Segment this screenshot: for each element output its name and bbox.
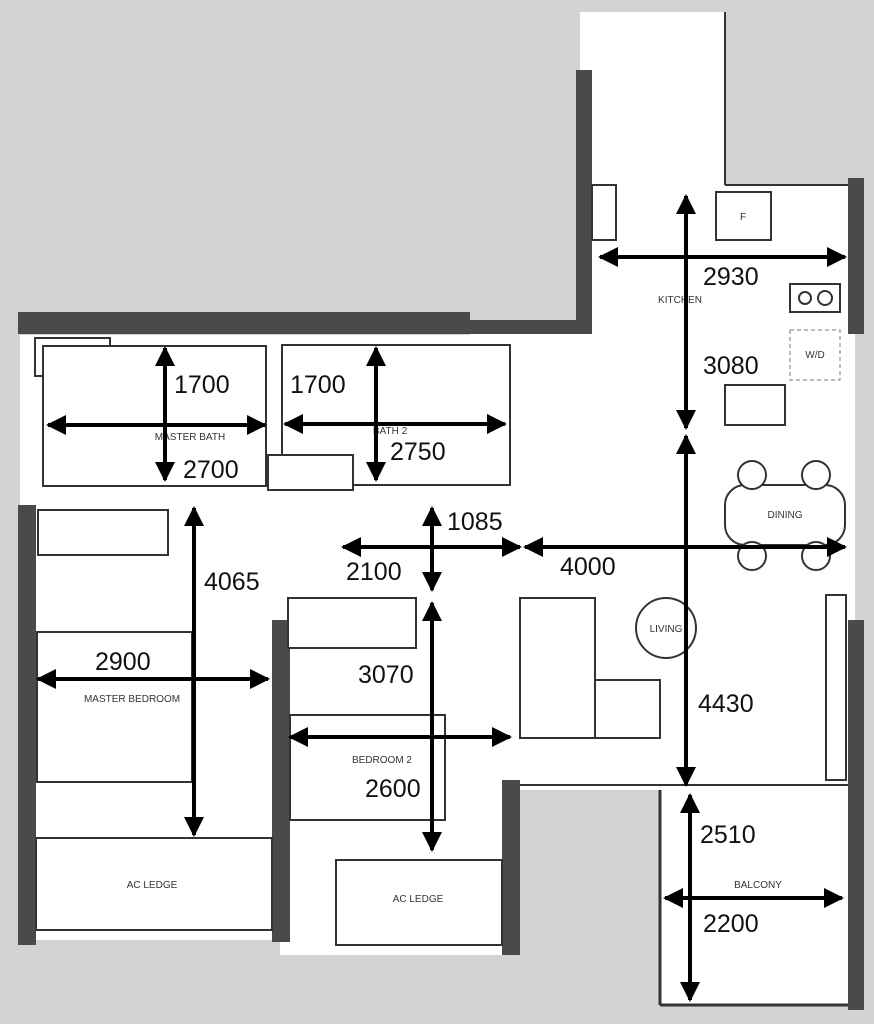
room-label-bath2: BATH 2 [373, 426, 408, 437]
dim-corridor-length: 2100 [346, 558, 402, 586]
dim-dining-width: 4000 [560, 553, 616, 581]
dim-bath2-width: 1700 [290, 371, 346, 399]
dim-master-bath-length: 2700 [183, 456, 239, 484]
ac-ledge-2-box [335, 859, 503, 946]
dim-bedroom2-width: 2600 [365, 775, 421, 803]
dim-kitchen-width: 2930 [703, 263, 759, 291]
wardrobe-bed2 [287, 597, 417, 649]
dim-bedroom2-length: 3070 [358, 661, 414, 689]
room-label-living: LIVING [650, 624, 683, 635]
dim-master-bedroom-width: 2900 [95, 648, 151, 676]
master-bed [36, 631, 193, 783]
kitchen-sink [724, 384, 786, 426]
dim-balcony-width: 2200 [703, 910, 759, 938]
room-label-kitchen: KITCHEN [658, 295, 702, 306]
dim-kitchen-length: 3080 [703, 352, 759, 380]
room-label-ac-ledge-2: AC LEDGE [393, 894, 444, 905]
dimension-arrows [36, 194, 847, 1002]
dim-master-bath-width: 1700 [174, 371, 230, 399]
room-label-balcony: BALCONY [734, 880, 782, 891]
dim-living-length: 4430 [698, 690, 754, 718]
dim-master-bedroom-length: 4065 [204, 568, 260, 596]
room-label-master-bath: MASTER BATH [155, 432, 225, 443]
room-label-dining: DINING [768, 510, 803, 521]
dim-bath2-length: 2750 [390, 438, 446, 466]
fridge [715, 191, 772, 241]
dim-corridor-width: 1085 [447, 508, 503, 536]
bed2 [289, 714, 446, 821]
room-label-wd: W/D [805, 350, 824, 361]
dim-balcony-length: 2510 [700, 821, 756, 849]
room-label-master-bedroom: MASTER BEDROOM [84, 694, 180, 705]
washer-dryer [789, 329, 841, 381]
room-label-bedroom2: BEDROOM 2 [352, 755, 412, 766]
tv-console [825, 594, 847, 781]
sofa [519, 597, 596, 739]
room-label-ac-ledge-1: AC LEDGE [127, 880, 178, 891]
room-label-fridge: F [740, 212, 746, 223]
wardrobe-master [37, 509, 169, 556]
walls [18, 12, 864, 1010]
ac-ledge-1-box [35, 837, 273, 931]
